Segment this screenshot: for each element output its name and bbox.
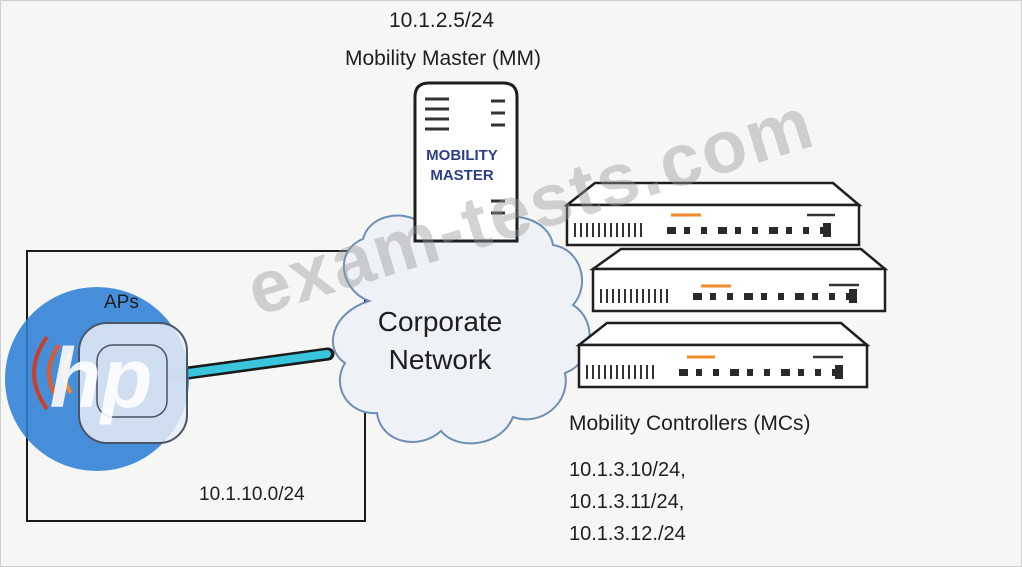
ap-subnet: 10.1.10.0/24	[199, 484, 305, 505]
controller-port	[829, 293, 835, 300]
controller-port	[696, 369, 702, 376]
controller-port	[693, 293, 702, 300]
controller-port	[786, 227, 792, 234]
controller-icon	[575, 321, 871, 389]
hp-logo-text: hp	[49, 331, 153, 425]
controller-port	[798, 369, 804, 376]
controller-port	[744, 293, 753, 300]
mc-ip-address: 10.1.3.11/24,	[569, 491, 685, 513]
controller-port	[769, 227, 778, 234]
controller-port	[761, 293, 767, 300]
controller-port	[803, 227, 809, 234]
controller-port	[667, 227, 676, 234]
mobility-master-ip: 10.1.2.5/24	[389, 9, 495, 32]
controller-port	[764, 369, 770, 376]
controller-port	[718, 227, 727, 234]
mobility-master-server-icon	[413, 81, 519, 243]
controller-port	[679, 369, 688, 376]
controller-port	[835, 365, 843, 379]
access-point-icon	[78, 322, 188, 444]
controller-port	[823, 223, 831, 237]
controller-port	[701, 227, 707, 234]
controller-port	[747, 369, 753, 376]
controller-port	[713, 369, 719, 376]
ap-uplink-cable-fill	[170, 350, 331, 379]
controller-port	[781, 369, 790, 376]
controller-port	[710, 293, 716, 300]
controller-port	[815, 369, 821, 376]
controller-ports	[574, 223, 857, 379]
controller-port	[795, 293, 804, 300]
controller-port	[730, 369, 739, 376]
controller-port	[684, 227, 690, 234]
controller-port	[812, 293, 818, 300]
controller-port	[778, 293, 784, 300]
mc-ip-address: 10.1.3.12./24	[569, 523, 686, 545]
controller-icon	[563, 181, 863, 247]
controller-port	[752, 227, 758, 234]
controller-port	[735, 227, 741, 234]
mc-ip-address: 10.1.3.10/24,	[569, 459, 686, 481]
mobility-master-box-label: MOBILITY MASTER	[426, 147, 498, 184]
aps-label: APs	[104, 292, 139, 313]
controller-port	[727, 293, 733, 300]
wifi-signal-icon	[32, 335, 73, 411]
controller-port	[849, 289, 857, 303]
mobility-controllers-title: Mobility Controllers (MCs)	[569, 412, 811, 435]
mobility-master-title: Mobility Master (MM)	[345, 47, 542, 70]
cloud-label: Corporate Network	[377, 306, 503, 375]
controller-icon	[589, 247, 889, 313]
